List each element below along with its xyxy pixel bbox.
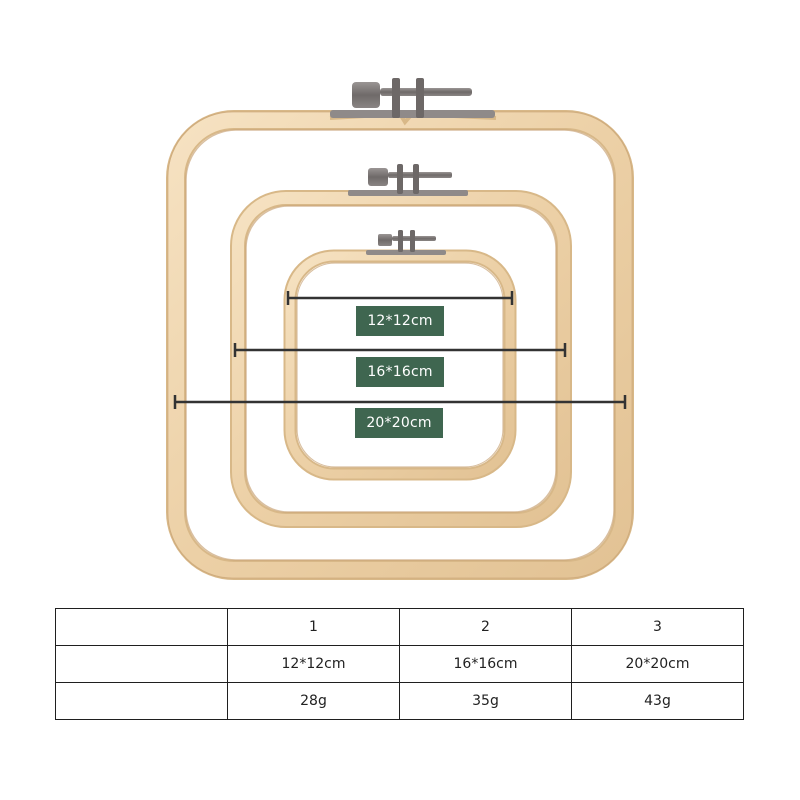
embroidery-hoops-photo — [166, 78, 634, 580]
size-label-large: 20*20cm — [355, 408, 443, 438]
large-hoop — [166, 110, 634, 580]
table-cell: 28g — [227, 682, 400, 720]
medium-hoop — [230, 190, 572, 528]
small-hoop — [283, 249, 517, 481]
table-cell: 16*16cm — [399, 645, 572, 683]
measure-line-medium — [233, 343, 567, 357]
table-header-cell: 3 — [571, 608, 744, 646]
table-cell: 12*12cm — [227, 645, 400, 683]
small-hoop-screw-icon — [378, 230, 436, 252]
table-cell: 20*20cm — [571, 645, 744, 683]
table-row: 12*12cm 16*16cm 20*20cm — [55, 645, 744, 683]
size-label-small: 12*12cm — [356, 306, 444, 336]
medium-hoop-screw-icon — [368, 164, 452, 194]
table-cell: 35g — [399, 682, 572, 720]
table-header-row: 1 2 3 — [55, 608, 744, 646]
table-cell — [55, 645, 228, 683]
table-header-cell — [55, 608, 228, 646]
table-cell: 43g — [571, 682, 744, 720]
table-row: 28g 35g 43g — [55, 682, 744, 720]
size-label-medium: 16*16cm — [356, 357, 444, 387]
table-header-cell: 2 — [399, 608, 572, 646]
table-header-cell: 1 — [227, 608, 400, 646]
measure-line-small — [286, 291, 514, 305]
spec-table: 1 2 3 12*12cm 16*16cm 20*20cm 28g 35g 43… — [55, 608, 744, 720]
measure-line-large — [173, 395, 627, 409]
large-hoop-screw-icon — [352, 78, 472, 118]
table-cell — [55, 682, 228, 720]
